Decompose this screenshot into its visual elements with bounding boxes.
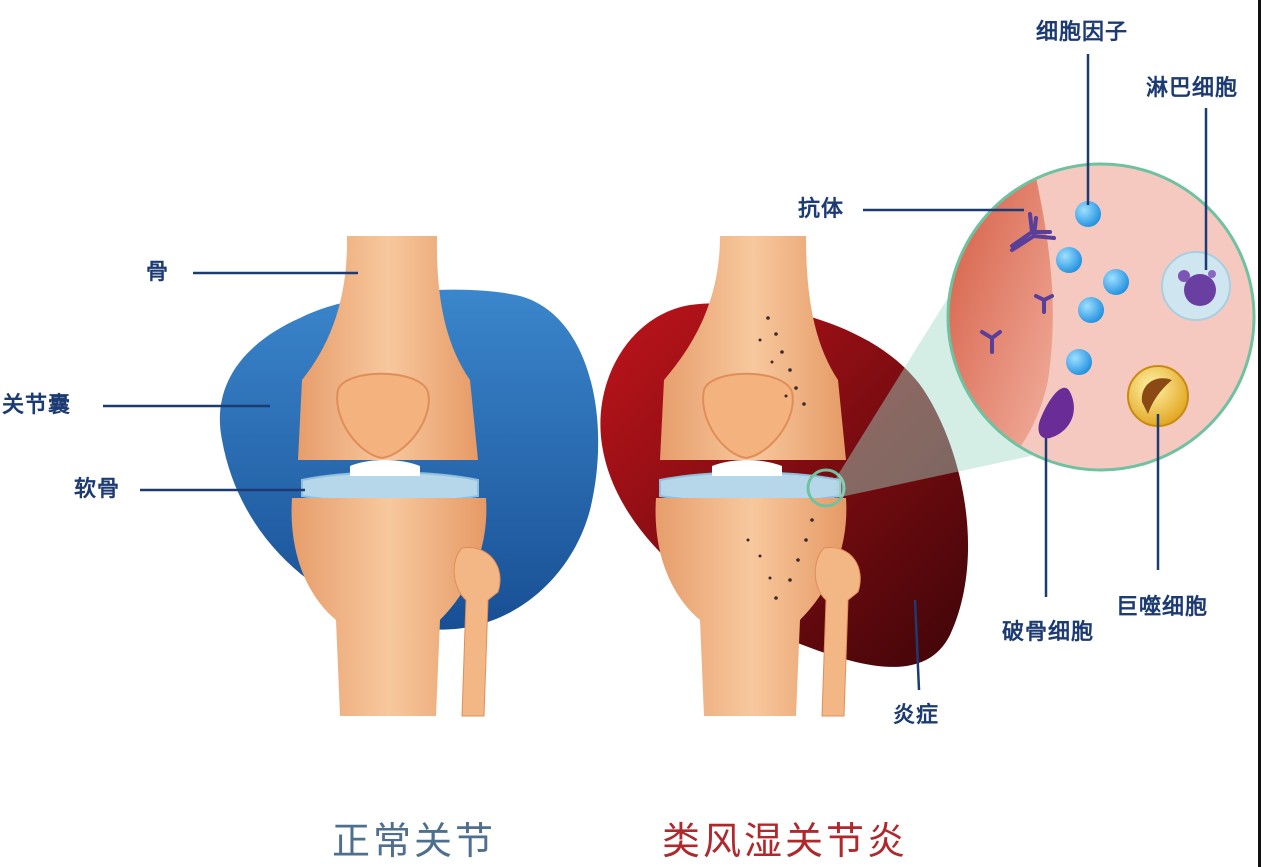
label-bone: 骨 (146, 260, 170, 285)
normal-cartilage (301, 471, 479, 503)
ra-bone-erosion-dots (746, 316, 814, 600)
right-edge-border (1258, 0, 1261, 867)
normal-fibula (453, 547, 501, 717)
ra-zoom-spot (806, 468, 846, 508)
label-inflammation: 炎症 (893, 703, 940, 728)
label-osteoclast: 破骨细胞 (1002, 620, 1095, 645)
label-cytokine: 细胞因子 (1036, 20, 1129, 45)
label-macrophage: 巨噬细胞 (1116, 595, 1209, 620)
lymphocyte-cell (1161, 251, 1231, 321)
normal-patella (336, 372, 430, 460)
label-antibody: 抗体 (798, 197, 845, 222)
cytokine-particles (1056, 201, 1129, 375)
title-ra-joint: 类风湿关节炎 (662, 819, 909, 863)
title-normal-joint: 正常关节 (332, 819, 497, 863)
ra-joint-illustration (600, 236, 969, 717)
leader-lines (103, 54, 1208, 691)
label-cartilage: 软骨 (74, 477, 121, 502)
label-joint-capsule: 关节囊 (2, 393, 72, 418)
ra-tibia (655, 498, 847, 716)
antibody-molecules (980, 212, 1056, 354)
normal-tibia (291, 498, 487, 716)
normal-joint-illustration (219, 236, 599, 717)
osteoclast-cell (1038, 387, 1074, 439)
ra-fibula (814, 547, 861, 717)
ra-patella (702, 372, 794, 460)
label-lymphocyte: 淋巴细胞 (1146, 76, 1239, 101)
